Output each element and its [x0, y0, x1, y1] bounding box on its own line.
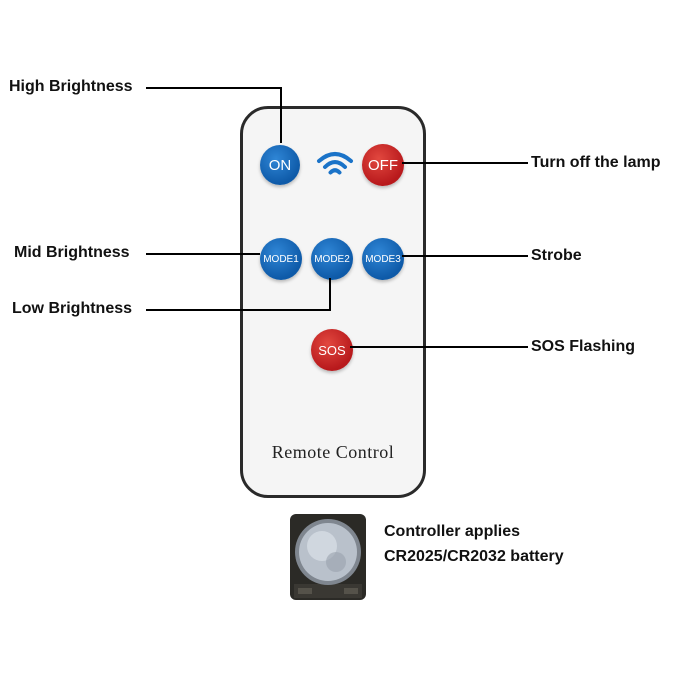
label-low-brightness: Low Brightness [12, 300, 133, 317]
callout-line-turn-off [402, 162, 528, 164]
callout-line-low-brightness-v [329, 278, 331, 311]
label-strobe: Strobe [531, 247, 582, 264]
sos-button[interactable]: SOS [311, 329, 353, 371]
battery-note-line2: CR2025/CR2032 battery [384, 548, 564, 565]
wifi-signal-icon [317, 152, 353, 175]
on-button[interactable]: ON [260, 145, 300, 185]
callout-line-high-brightness-h [146, 87, 282, 89]
coin-battery-icon [290, 514, 366, 600]
callout-line-sos [350, 346, 528, 348]
callout-line-high-brightness-v [280, 87, 282, 143]
remote-control-label: Remote Control [271, 442, 395, 462]
label-mid-brightness: Mid Brightness [14, 244, 130, 261]
callout-line-strobe [402, 255, 528, 257]
label-high-brightness: High Brightness [9, 78, 133, 95]
battery-note: Controller applies CR2025/CR2032 battery [384, 519, 564, 569]
mode1-button[interactable]: MODE1 [260, 238, 302, 280]
callout-line-mid-brightness [146, 253, 260, 255]
callout-line-low-brightness-h [146, 309, 331, 311]
remote-control-body: ON OFF MODE1 MODE2 MODE3 SOS Remote Cont… [240, 106, 426, 498]
label-sos-flashing: SOS Flashing [531, 338, 636, 355]
mode2-button[interactable]: MODE2 [311, 238, 353, 280]
off-button[interactable]: OFF [362, 144, 404, 186]
battery-note-line1: Controller applies [384, 523, 521, 540]
label-turn-off-the-lamp: Turn off the lamp [531, 154, 661, 171]
mode3-button[interactable]: MODE3 [362, 238, 404, 280]
